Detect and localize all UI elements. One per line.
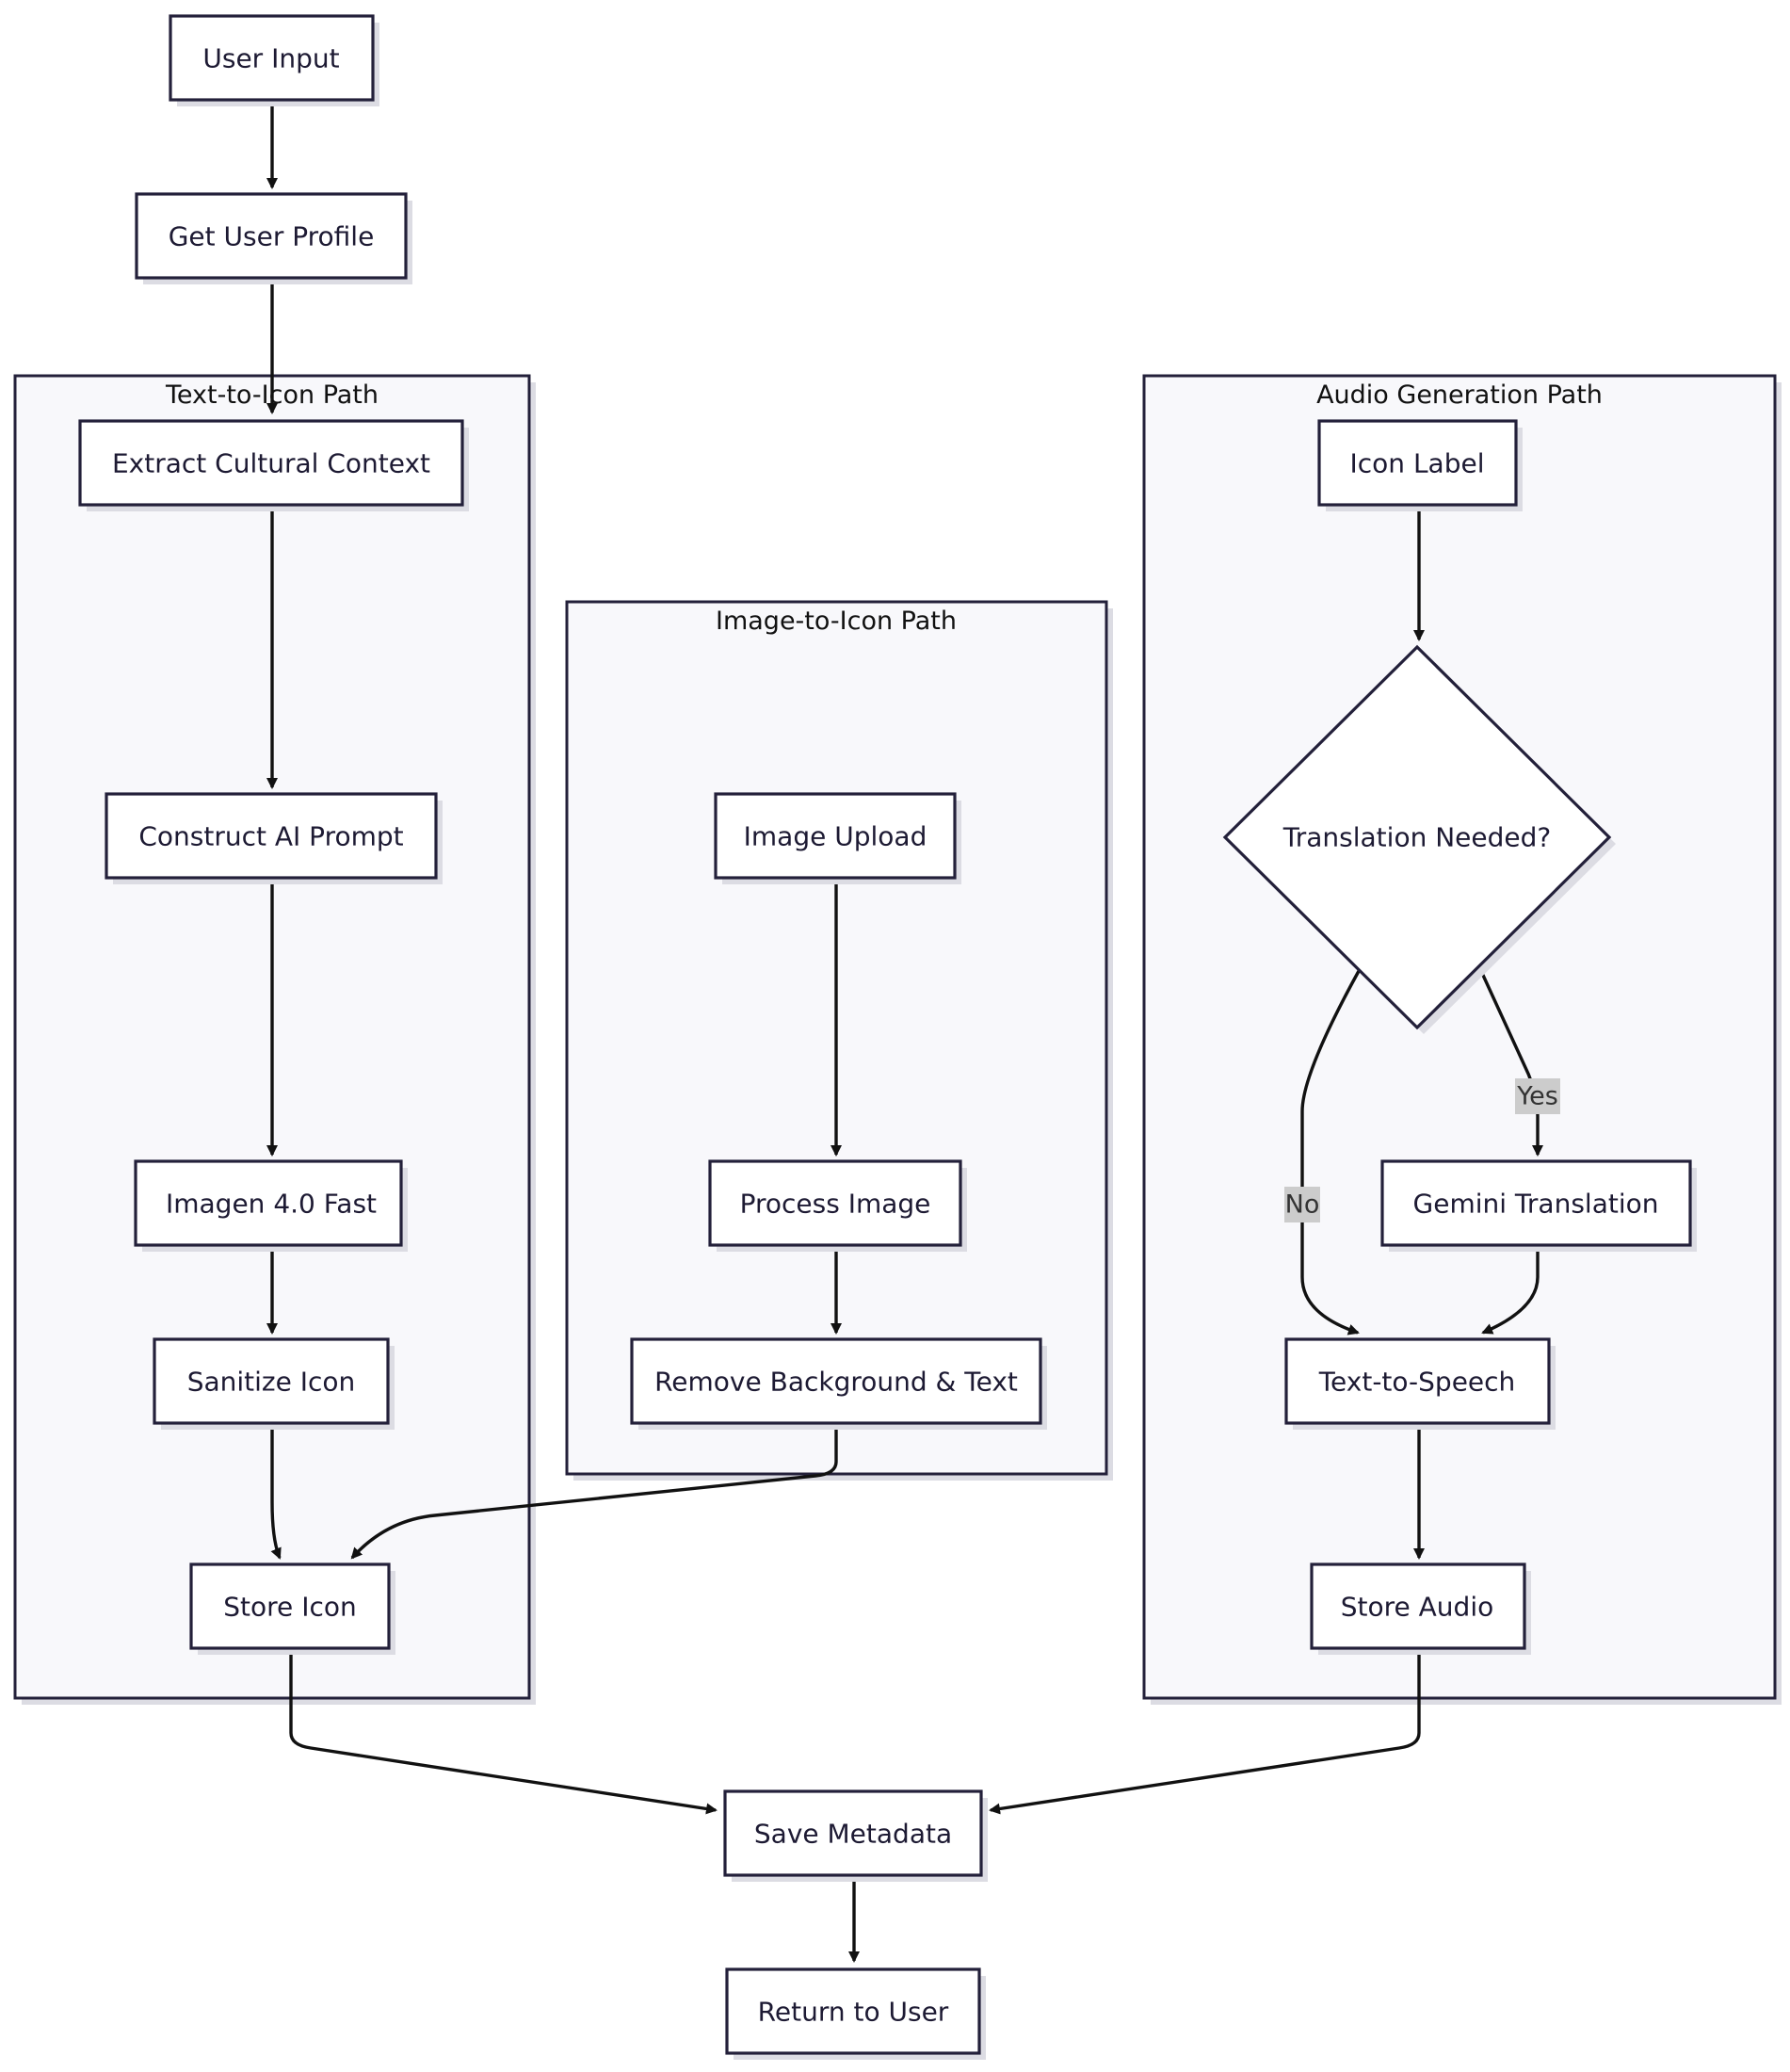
cluster-title-image-to-icon: Image-to-Icon Path [716,607,957,636]
node-return-to-user[interactable]: Return to User [725,1967,986,2060]
edge-remove-bg-to-store-icon [350,1426,838,1560]
edges [266,104,1543,1963]
edge-sanitize-to-store-icon [270,1426,282,1560]
node-construct-ai-prompt[interactable]: Construct AI Prompt [105,792,443,884]
edge-store-audio-to-metadata [989,1651,1421,1815]
edge-label-no: No [1284,1187,1320,1222]
node-label: Image Upload [744,821,927,852]
node-label: Process Image [740,1189,931,1220]
node-translation-needed[interactable]: Translation Needed? [1222,644,1616,1034]
node-user-input[interactable]: User Input [169,14,379,106]
node-imagen-4-fast[interactable]: Imagen 4.0 Fast [134,1159,408,1252]
svg-text:Yes: Yes [1516,1082,1558,1111]
node-remove-background-text[interactable]: Remove Background & Text [630,1337,1047,1430]
node-label: Text-to-Speech [1318,1367,1516,1398]
node-label: Store Icon [223,1592,356,1623]
edge-store-icon-to-metadata [289,1651,718,1815]
node-label: Gemini Translation [1413,1189,1659,1220]
edge-label-yes: Yes [1515,1078,1560,1114]
node-gemini-translation[interactable]: Gemini Translation [1380,1159,1697,1252]
node-label: Save Metadata [754,1819,952,1850]
edge-gemini-to-tts [1481,1248,1540,1335]
node-store-icon[interactable]: Store Icon [189,1562,395,1655]
node-label: Translation Needed? [1282,822,1552,853]
node-get-user-profile[interactable]: Get User Profile [135,192,412,284]
cluster-title-audio: Audio Generation Path [1316,380,1603,410]
node-label: Imagen 4.0 Fast [166,1189,377,1220]
node-label: Sanitize Icon [187,1367,356,1398]
node-label: Store Audio [1341,1592,1494,1623]
cluster-text-to-icon: Text-to-Icon Path [13,374,536,1705]
node-extract-cultural-context[interactable]: Extract Cultural Context [78,419,469,511]
node-save-metadata[interactable]: Save Metadata [723,1789,988,1882]
cluster-audio-generation: Audio Generation Path [1142,374,1782,1705]
node-label: Icon Label [1350,448,1485,479]
node-icon-label[interactable]: Icon Label [1317,419,1523,511]
node-label: Construct AI Prompt [138,821,403,852]
node-process-image[interactable]: Process Image [708,1159,967,1252]
svg-text:No: No [1285,1190,1320,1220]
node-label: Return to User [758,1997,949,2028]
node-label: Extract Cultural Context [112,448,430,479]
node-image-upload[interactable]: Image Upload [714,792,961,884]
node-store-audio[interactable]: Store Audio [1310,1562,1531,1655]
node-label: Get User Profile [169,221,375,252]
node-label: User Input [202,43,339,74]
node-sanitize-icon[interactable]: Sanitize Icon [153,1337,395,1430]
node-text-to-speech[interactable]: Text-to-Speech [1284,1337,1556,1430]
edge-decision-no [1300,970,1361,1335]
node-label: Remove Background & Text [654,1367,1018,1398]
